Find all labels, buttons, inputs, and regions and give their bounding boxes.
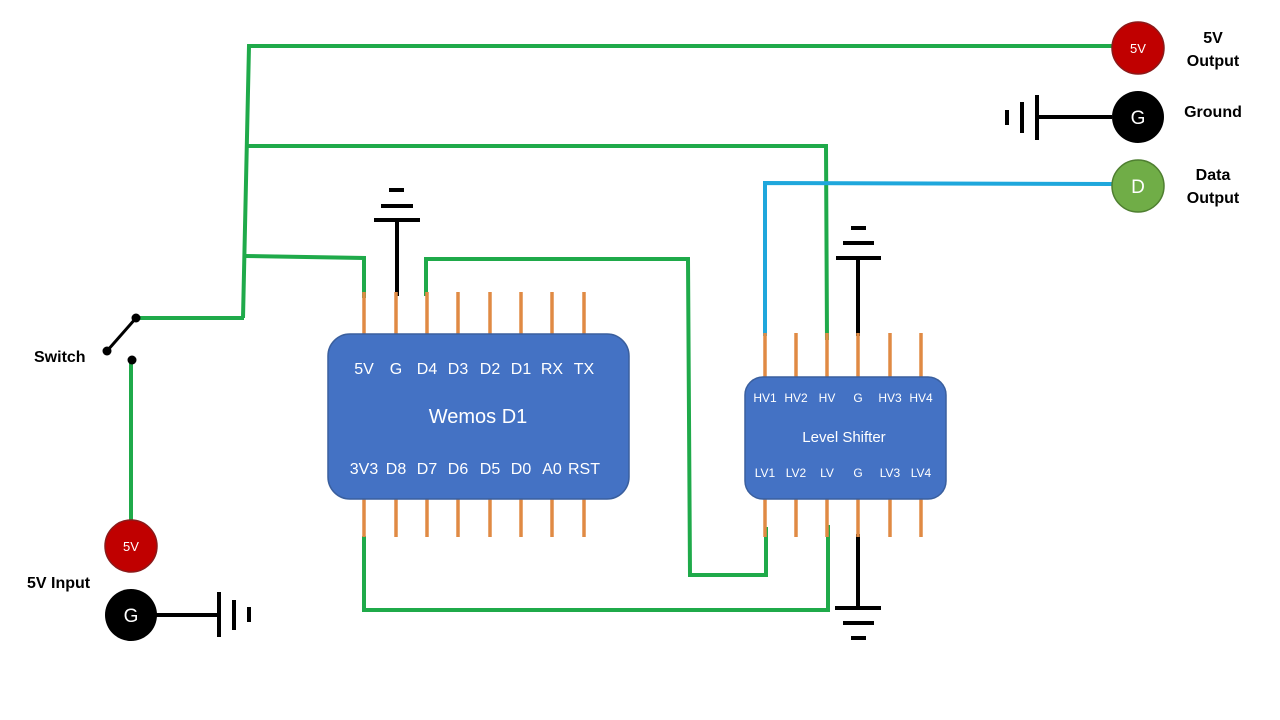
shifter-pin-label-bottom: LV4 (911, 466, 932, 480)
wemos-pin-label-bottom: D5 (480, 461, 501, 478)
switch-contact-top (131, 313, 141, 323)
terminal-5v-output: 5V (1111, 21, 1165, 75)
ground-symbol-wemos (374, 188, 420, 296)
svg-text:G: G (1131, 108, 1146, 129)
switch-label: Switch (34, 349, 86, 366)
shifter-pin-label-top: HV1 (753, 391, 777, 405)
ground-symbol-shifter-bottom (835, 534, 881, 640)
wemos-pin-label-bottom: 3V3 (350, 461, 379, 478)
shifter-pin-label-bottom: LV1 (755, 466, 776, 480)
shifter-board-name: Level Shifter (802, 429, 885, 446)
wire-wemos-5v (243, 254, 366, 298)
wemos-pins (362, 292, 586, 537)
wemos-pin-label-top: G (390, 361, 402, 378)
wemos-pin-label-top: 5V (354, 361, 374, 378)
wemos-pin-label-top: D2 (480, 361, 501, 378)
label-ground-output: Ground (1184, 104, 1242, 121)
shifter-pin-label-top: HV (819, 391, 836, 405)
shifter-pin-label-bottom: LV2 (786, 466, 807, 480)
ground-symbol-output (1005, 95, 1112, 140)
ground-symbol-input (156, 592, 251, 637)
wemos-pin-label-bottom: RST (568, 461, 600, 478)
wemos-board (327, 333, 630, 500)
terminal-5v-input: 5V (104, 519, 158, 573)
label-data-output-line2: Output (1187, 190, 1240, 207)
wemos-board-name: Wemos D1 (429, 406, 528, 428)
wire-3v3-lv (362, 525, 830, 612)
shifter-pin-label-bottom: LV3 (880, 466, 901, 480)
wire-hv (247, 144, 829, 341)
wemos-pin-label-top: RX (541, 361, 564, 378)
shifter-pin-label-bottom: LV (820, 466, 834, 480)
svg-text:G: G (124, 606, 139, 627)
wemos-pin-label-bottom: A0 (542, 461, 562, 478)
shifter-board (744, 376, 947, 500)
wemos-pin-label-top: D4 (417, 361, 438, 378)
svg-text:5V: 5V (1130, 41, 1146, 56)
svg-text:D: D (1131, 177, 1145, 198)
shifter-pins (763, 333, 923, 537)
wire-data-output (763, 180, 1113, 336)
ground-symbol-shifter-top (836, 226, 881, 336)
terminal-ground-output: G (1112, 91, 1164, 143)
svg-text:5V: 5V (123, 539, 139, 554)
label-data-output-line1: Data (1196, 167, 1231, 184)
shifter-pin-label-top: HV3 (878, 391, 902, 405)
switch (102, 313, 141, 365)
power-wires (129, 44, 1112, 612)
wire-5v-output (241, 44, 1112, 319)
wemos-pin-label-bottom: D8 (386, 461, 407, 478)
wemos-pin-label-top: D1 (511, 361, 532, 378)
terminal-ground-input: G (105, 589, 157, 641)
label-5v-output-line2: Output (1187, 53, 1240, 70)
shifter-pin-label-top: HV4 (909, 391, 933, 405)
shifter-pin-label-top: G (853, 391, 862, 405)
wire-d4-lv1 (424, 257, 768, 577)
switch-contact-pivot (102, 346, 112, 356)
wemos-pin-label-top: TX (574, 361, 595, 378)
wemos-pin-label-top: D3 (448, 361, 469, 378)
switch-contact-bottom (127, 355, 137, 365)
wemos-pin-label-bottom: D7 (417, 461, 438, 478)
terminal-data-output: D (1111, 159, 1165, 213)
shifter-pin-label-bottom: G (853, 466, 862, 480)
label-5v-input: 5V Input (27, 575, 91, 592)
shifter-pin-label-top: HV2 (784, 391, 808, 405)
wemos-pin-label-bottom: D0 (511, 461, 532, 478)
wemos-pin-label-bottom: D6 (448, 461, 469, 478)
label-5v-output-line1: 5V (1203, 30, 1223, 47)
